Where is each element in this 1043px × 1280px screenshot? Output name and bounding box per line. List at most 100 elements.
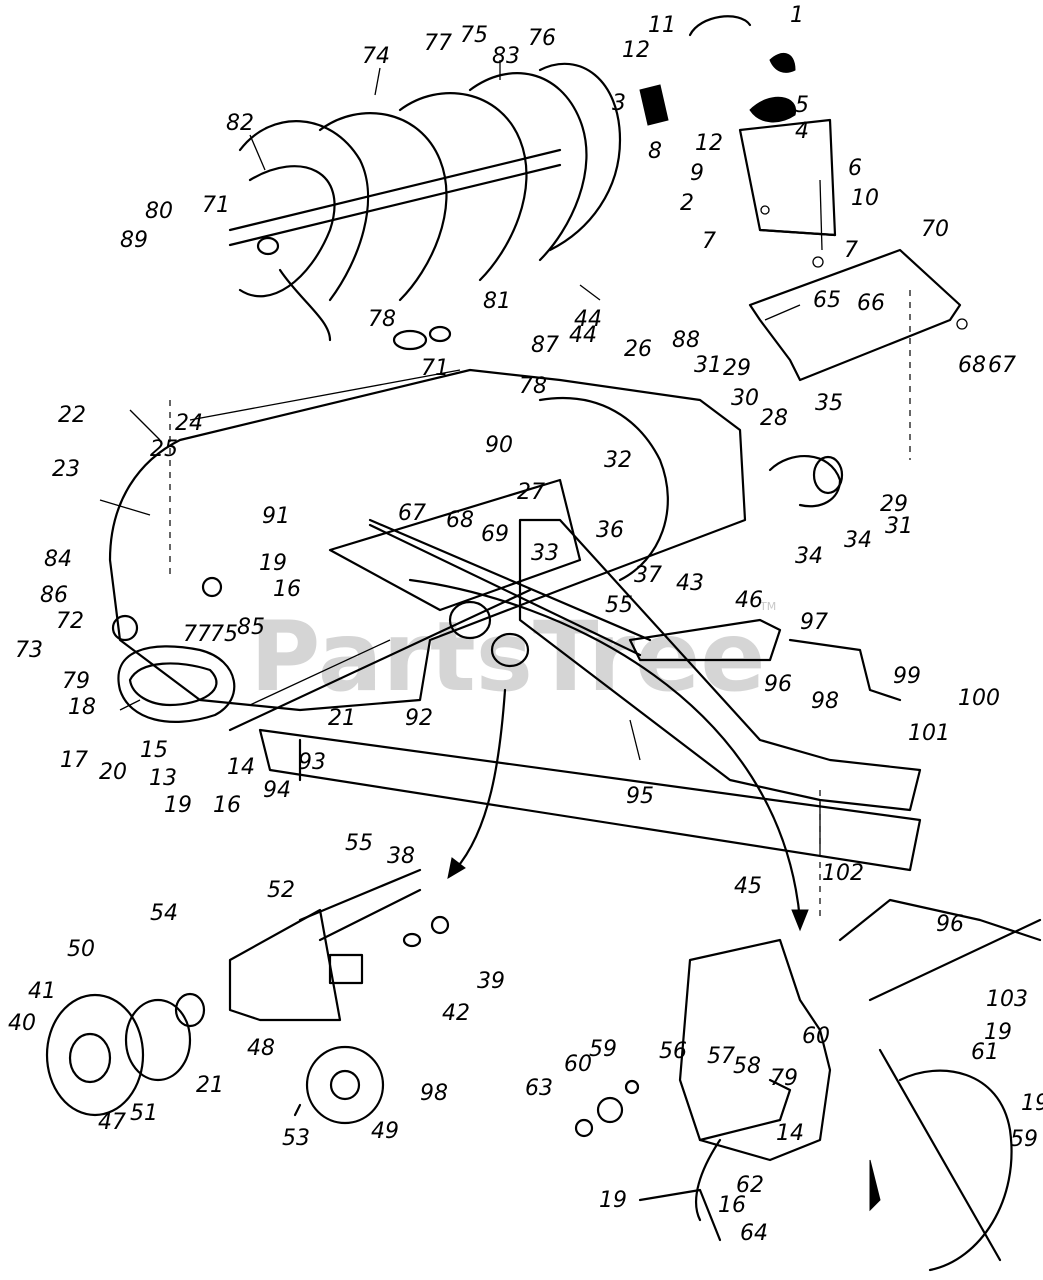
watermark-trademark: TM <box>759 600 776 613</box>
callout-88: 88 <box>672 328 700 353</box>
callout-16: 16 <box>718 1193 746 1218</box>
callout-34: 34 <box>844 528 872 553</box>
callout-16: 16 <box>213 793 241 818</box>
callout-28: 28 <box>760 406 788 431</box>
callout-27: 27 <box>517 480 545 505</box>
callout-13: 13 <box>149 766 177 791</box>
callout-79: 79 <box>62 669 90 694</box>
callout-8: 8 <box>648 139 662 164</box>
callout-29: 29 <box>723 356 751 381</box>
bracket-70 <box>748 248 968 382</box>
tractor-detail <box>574 898 1042 1272</box>
callout-7: 7 <box>844 238 858 263</box>
callout-67: 67 <box>988 353 1016 378</box>
callout-12: 12 <box>622 38 650 63</box>
callout-72: 72 <box>56 609 84 634</box>
callout-96: 96 <box>764 672 792 697</box>
callout-22: 22 <box>58 403 86 428</box>
arrowhead-right <box>791 909 809 932</box>
callout-65: 65 <box>813 288 841 313</box>
callout-64: 64 <box>740 1221 768 1246</box>
callout-57: 57 <box>707 1044 735 1069</box>
callout-48: 48 <box>247 1036 275 1061</box>
callout-75: 75 <box>460 23 488 48</box>
callout-75: 75 <box>210 622 238 647</box>
callout-91: 91 <box>262 504 290 529</box>
callout-97: 97 <box>800 610 828 635</box>
callout-84: 84 <box>44 547 72 572</box>
callout-59: 59 <box>1010 1127 1038 1152</box>
callout-98: 98 <box>420 1081 448 1106</box>
callout-100: 100 <box>958 686 1000 711</box>
callout-87: 87 <box>531 333 559 358</box>
callout-21: 21 <box>328 706 356 731</box>
callout-56: 56 <box>659 1039 687 1064</box>
callout-86: 86 <box>40 583 68 608</box>
callout-11: 11 <box>648 13 676 38</box>
callout-94: 94 <box>263 778 291 803</box>
callout-60: 60 <box>802 1024 830 1049</box>
callout-77: 77 <box>424 31 452 56</box>
callout-102: 102 <box>822 861 864 886</box>
callout-19: 19 <box>259 551 287 576</box>
callout-50: 50 <box>67 937 95 962</box>
callout-24: 24 <box>175 411 203 436</box>
callout-30: 30 <box>731 386 759 411</box>
callout-5: 5 <box>795 93 809 118</box>
callout-15: 15 <box>140 738 168 763</box>
callout-26: 26 <box>624 337 652 362</box>
callout-16: 16 <box>273 577 301 602</box>
callout-44: 44 <box>574 307 602 332</box>
callout-43: 43 <box>676 571 704 596</box>
callout-60: 60 <box>564 1052 592 1077</box>
callout-55: 55 <box>605 593 633 618</box>
arrowhead-left <box>447 857 466 879</box>
callout-35: 35 <box>815 391 843 416</box>
callout-77: 77 <box>183 622 211 647</box>
callout-80: 80 <box>145 199 173 224</box>
callout-19: 19 <box>599 1188 627 1213</box>
callout-20: 20 <box>99 760 127 785</box>
callout-71: 71 <box>202 193 230 218</box>
callout-51: 51 <box>130 1101 158 1126</box>
callout-92: 92 <box>405 706 433 731</box>
arrow-to-left-detail <box>453 688 507 872</box>
callout-33: 33 <box>531 541 559 566</box>
callout-93: 93 <box>298 750 326 775</box>
callout-99: 99 <box>893 664 921 689</box>
callout-42: 42 <box>442 1001 470 1026</box>
callout-79: 79 <box>770 1066 798 1091</box>
housing <box>108 290 911 712</box>
callout-29: 29 <box>880 492 908 517</box>
callout-103: 103 <box>986 987 1028 1012</box>
callout-9: 9 <box>690 161 704 186</box>
callout-61: 61 <box>971 1040 999 1065</box>
leader-lines <box>99 60 821 850</box>
callout-7: 7 <box>702 229 716 254</box>
callout-21: 21 <box>196 1073 224 1098</box>
callout-52: 52 <box>267 878 295 903</box>
callout-71: 71 <box>421 356 449 381</box>
callout-1: 1 <box>790 3 804 28</box>
callout-25: 25 <box>150 437 178 462</box>
callout-31: 31 <box>885 514 913 539</box>
callout-63: 63 <box>525 1076 553 1101</box>
callout-14: 14 <box>776 1121 804 1146</box>
callout-78: 78 <box>519 374 547 399</box>
callout-34: 34 <box>795 544 823 569</box>
callout-70: 70 <box>921 217 949 242</box>
callout-23: 23 <box>52 457 80 482</box>
callout-44: 44 <box>569 323 597 348</box>
callout-53: 53 <box>282 1126 310 1151</box>
watermark: PartsTree <box>250 601 765 713</box>
callout-54: 54 <box>150 901 178 926</box>
callout-59: 59 <box>589 1037 617 1062</box>
callout-19: 19 <box>984 1020 1012 1045</box>
callout-74: 74 <box>362 44 390 69</box>
callout-3: 3 <box>612 91 626 116</box>
callout-40: 40 <box>8 1011 36 1036</box>
callout-49: 49 <box>371 1119 399 1144</box>
callout-41: 41 <box>28 979 56 1004</box>
callout-17: 17 <box>60 748 88 773</box>
